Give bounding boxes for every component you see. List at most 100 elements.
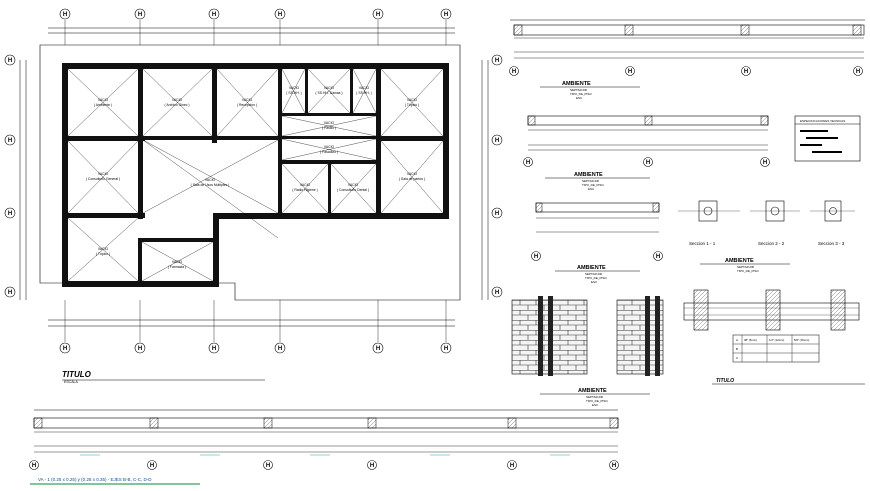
floor-plan: VACIO ( Ambiente ) VACIO ( Archivo Ginec… xyxy=(4,8,503,384)
axis-bubble-label: H xyxy=(278,12,282,18)
axis-bubble: H xyxy=(853,66,863,76)
axis-bubble: H xyxy=(59,8,71,20)
table-row-label: B xyxy=(736,347,738,351)
room-name: VACIO xyxy=(98,172,109,176)
room-sub: ( SS.HH. ) xyxy=(356,91,371,95)
axis-bubble-label: H xyxy=(510,463,514,469)
table-col: 38" (5mm) xyxy=(744,338,757,342)
joint-detail xyxy=(683,289,860,331)
axis-bubble-label: H xyxy=(266,463,270,469)
section-sub: ESC xyxy=(591,280,598,284)
axis-bubble: H xyxy=(760,157,770,167)
axis-bubble-label: H xyxy=(763,160,767,166)
axis-bubble: H xyxy=(208,342,220,354)
right-dimension-line xyxy=(481,60,489,300)
section-label-2: Seccion 2 - 2 xyxy=(758,241,785,246)
room-sub: ( Archivo Ginec ) xyxy=(164,103,189,107)
axis-bubble-label: H xyxy=(8,58,12,64)
axis-bubble-label: H xyxy=(138,12,142,18)
axis-bubble-label: H xyxy=(8,138,12,144)
axis-bubble: H xyxy=(4,134,16,146)
room-crosses xyxy=(67,68,444,282)
section-sub: ESC xyxy=(576,96,583,100)
axis-bubble: H xyxy=(491,207,503,219)
axis-bubble: H xyxy=(372,8,384,20)
axis-bubble-label: H xyxy=(8,211,12,217)
axis-bubble: H xyxy=(147,460,157,470)
table-col: 1/2" (12mm) xyxy=(769,338,784,342)
axis-bubble: H xyxy=(440,8,452,20)
section-label-1: Seccion 1 - 1 xyxy=(689,241,716,246)
axis-bubble: H xyxy=(741,66,751,76)
room-name: VACIO xyxy=(300,183,311,187)
axis-bubble: H xyxy=(491,54,503,66)
room-name: VACIO xyxy=(98,98,109,102)
axis-bubble-label: H xyxy=(628,69,632,75)
plan-walls xyxy=(62,63,449,287)
room-sub: ( Pasadizo ) xyxy=(320,150,338,154)
table-row-label: A xyxy=(736,338,738,342)
axis-bubble: H xyxy=(263,460,273,470)
beam-sections xyxy=(678,200,855,222)
room-sub: ( Pasillo ) xyxy=(322,126,336,130)
axis-bubble-label: H xyxy=(612,463,616,469)
axis-bubble: H xyxy=(372,342,384,354)
room-sub: ( Consultorio Dental ) xyxy=(337,188,369,192)
table-row-label: C xyxy=(736,356,739,360)
room-sub: ( Sala de partos ) xyxy=(399,177,425,181)
beam-elevation-bottom: VA - 1 (0.25 x 0.25) y (0.25 x 0.35) - E… xyxy=(30,409,619,485)
axis-bubble: H xyxy=(367,460,377,470)
axis-bubble: H xyxy=(274,8,286,20)
room-sub: ( SS.HH. ) xyxy=(286,91,301,95)
axis-bubble: H xyxy=(59,342,71,354)
brick-wall-details: AMBIENTE SEPTAR.RR TIPO_DE_PISO ESC xyxy=(511,296,664,407)
section-title: AMBIENTE xyxy=(574,172,603,178)
left-dimension-line xyxy=(19,60,27,300)
axis-bubble: H xyxy=(609,460,619,470)
room-sub: ( Ambiente ) xyxy=(94,103,112,107)
section-sub: SEPTAR.RR xyxy=(586,395,604,399)
room-name: VACIO xyxy=(407,172,418,176)
small-beam: AMBIENTE SEPTAR.RR TIPO_DE_PISO ESC xyxy=(535,202,660,284)
axis-bubble-label: H xyxy=(212,12,216,18)
section-title: AMBIENTE xyxy=(725,258,754,264)
axis-bubble-label: H xyxy=(512,69,516,75)
rebar-table: A B C 38" (5mm) 1/2" (12mm) 5/8" (16mm) xyxy=(732,334,820,363)
axis-bubble: H xyxy=(643,157,653,167)
section-title: AMBIENTE xyxy=(577,265,606,271)
section-sub: SEPTAR.RR xyxy=(737,265,755,269)
axis-bubble-label: H xyxy=(526,160,530,166)
axis-leaders xyxy=(64,20,447,342)
axis-bubble: H xyxy=(4,207,16,219)
axis-bubble-label: H xyxy=(495,290,499,296)
room-name: VACIO xyxy=(359,86,370,90)
axis-bubble-label: H xyxy=(376,12,380,18)
room-sub: ( Sala de Usos Multiples ) xyxy=(191,183,230,187)
room-name: VACIO xyxy=(324,121,335,125)
axis-bubble-label: H xyxy=(63,12,67,18)
axis-bubble-label: H xyxy=(376,346,380,352)
section-title: AMBIENTE xyxy=(562,81,591,87)
detail-title: TITULO xyxy=(716,378,734,384)
axis-bubble-label: H xyxy=(495,138,499,144)
beam-elevation-top: AMBIENTE SEPTAR.RR TIPO_DE_PISO ESC xyxy=(510,19,865,100)
axis-bubble-label: H xyxy=(534,254,538,260)
axis-bubble-label: H xyxy=(856,69,860,75)
section-sub: TIPO_DE_PISO xyxy=(585,276,607,280)
axis-bubble: H xyxy=(4,54,16,66)
room-name: VACIO xyxy=(289,86,300,90)
section-sub: ESC xyxy=(588,187,595,191)
axis-bubble-label: H xyxy=(656,254,660,260)
section-sub: ESC xyxy=(592,403,599,407)
axis-bubble: H xyxy=(134,8,146,20)
axis-bubble: H xyxy=(507,460,517,470)
axis-bubble-label: H xyxy=(150,463,154,469)
room-sub: ( SS.HH. Damas ) xyxy=(315,91,342,95)
axis-bubble: H xyxy=(440,342,452,354)
room-name: VACIO xyxy=(348,183,359,187)
section-title: AMBIENTE xyxy=(578,388,607,394)
axis-bubble: H xyxy=(653,251,663,261)
axis-bubble-label: H xyxy=(278,346,282,352)
axis-bubble: H xyxy=(208,8,220,20)
room-sub: ( Radio Higiene ) xyxy=(292,188,317,192)
